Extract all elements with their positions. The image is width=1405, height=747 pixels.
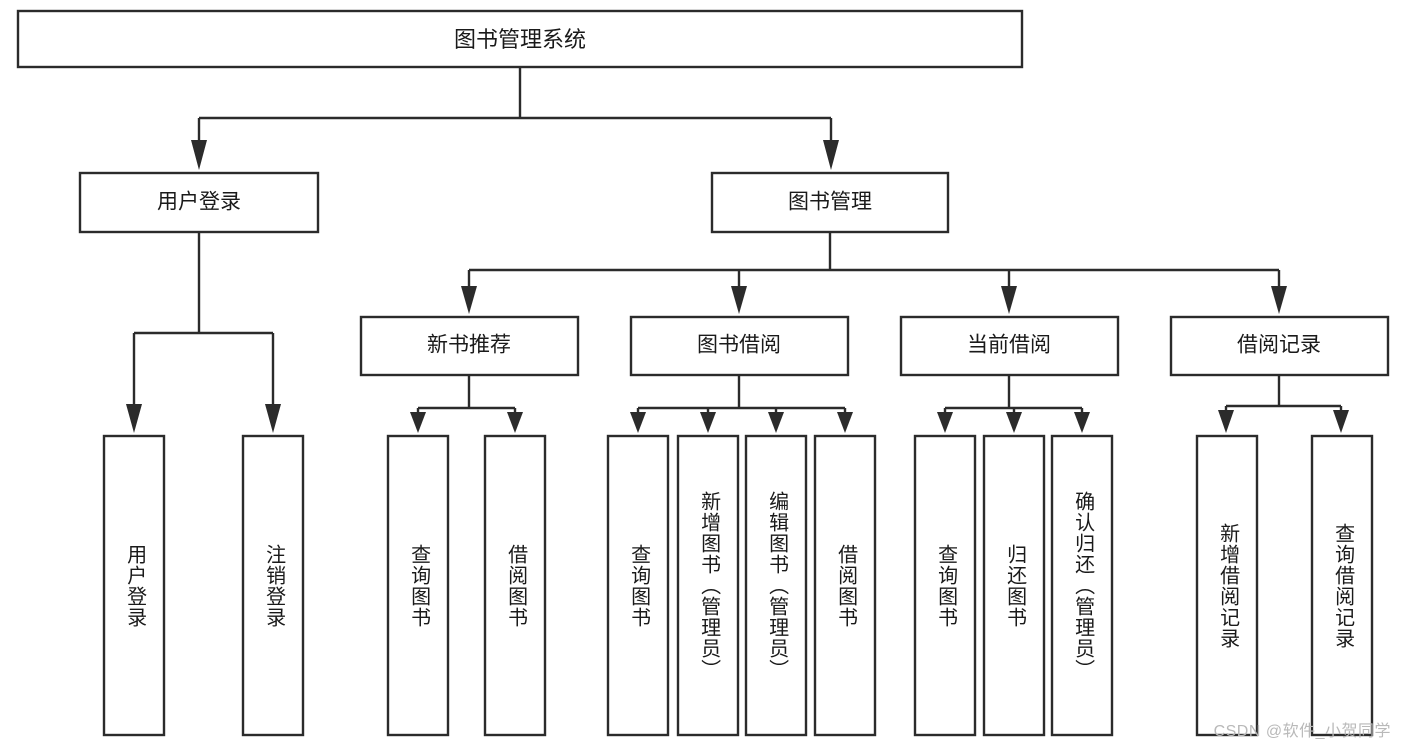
node-book-borrow[interactable]: 图书借阅 [629,315,850,377]
node-current-borrow[interactable]: 当前借阅 [899,315,1120,377]
arrow-head-leaf-user-login [126,404,142,433]
leaf-box-borrow-book-2[interactable] [813,434,877,737]
leaf-box-edit-book[interactable] [744,434,808,737]
leaf-box-add-record[interactable] [1195,434,1259,737]
arrow-head-book-manage [823,140,839,170]
node-borrow-record-box[interactable] [1169,315,1390,377]
leaf-box-user-logout[interactable] [241,434,305,737]
node-new-book-recommend-label: 新书推荐 [427,334,511,357]
leaf-box-query-book-1[interactable] [386,434,450,737]
node-book-borrow-box[interactable] [629,315,850,377]
arrow-head-leaf-edit-book [768,412,784,433]
leaf-node-boxes [102,434,1374,737]
arrow-head-leaf-add-record [1218,410,1234,433]
leaf-box-user-login[interactable] [102,434,166,737]
node-user-login-label: 用户登录 [157,191,241,214]
leaf-box-query-record[interactable] [1310,434,1374,737]
arrow-head-current-borrow [1001,286,1017,314]
arrow-head-borrow-record [1271,286,1287,314]
connector-current-borrow-to-leaves [937,375,1090,433]
arrow-head-leaf-query-book-1 [410,412,426,433]
arrow-head-leaf-query-record [1333,410,1349,433]
leaf-box-return-book[interactable] [982,434,1046,737]
node-new-book-recommend[interactable]: 新书推荐 [359,315,580,377]
node-root-box[interactable] [16,9,1024,69]
arrow-head-leaf-return-book [1006,412,1022,433]
leaf-box-add-book[interactable] [676,434,740,737]
arrow-head-leaf-user-logout [265,404,281,433]
node-borrow-record-label: 借阅记录 [1237,334,1321,357]
node-root[interactable]: 图书管理系统 [16,9,1024,69]
arrow-head-leaf-query-book-3 [937,412,953,433]
connector-book-borrow-to-leaves [630,375,853,433]
leaf-box-borrow-book-1[interactable] [483,434,547,737]
connector-book-manage-to-level3 [461,232,1287,314]
arrow-head-user-login [191,140,207,170]
arrow-head-book-borrow [731,286,747,314]
connector-new-book-recommend-to-leaves [410,375,523,433]
leaf-box-query-book-3[interactable] [913,434,977,737]
arrow-head-leaf-query-book-2 [630,412,646,433]
node-new-book-recommend-box[interactable] [359,315,580,377]
arrow-head-leaf-confirm-return [1074,412,1090,433]
arrow-head-leaf-add-book [700,412,716,433]
connector-user-login-to-leaves [126,232,281,433]
node-borrow-record[interactable]: 借阅记录 [1169,315,1390,377]
arrow-head-leaf-borrow-book-2 [837,412,853,433]
connector-borrow-record-to-leaves [1218,375,1349,433]
node-current-borrow-box[interactable] [899,315,1120,377]
node-book-manage-label: 图书管理 [788,191,872,214]
node-current-borrow-label: 当前借阅 [967,334,1051,357]
node-book-manage[interactable]: 图书管理 [710,171,950,234]
node-book-borrow-label: 图书借阅 [697,334,781,357]
leaf-box-query-book-2[interactable] [606,434,670,737]
leaf-box-confirm-return[interactable] [1050,434,1114,737]
arrow-head-leaf-borrow-book-1 [507,412,523,433]
arrow-head-new-book-recommend [461,286,477,314]
node-book-manage-box[interactable] [710,171,950,234]
node-root-label: 图书管理系统 [454,27,586,52]
connector-root-to-level2 [191,67,839,170]
node-user-login[interactable]: 用户登录 [78,171,320,234]
node-user-login-box[interactable] [78,171,320,234]
